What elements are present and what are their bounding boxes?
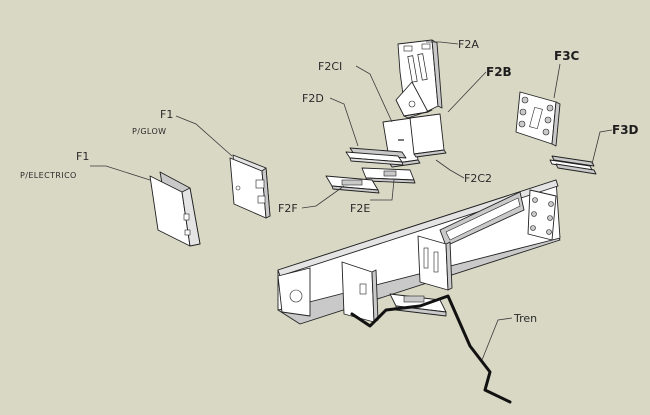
leader-lines xyxy=(90,41,613,361)
part-f3d xyxy=(549,155,597,175)
label-f3c: F3C xyxy=(554,49,580,63)
part-f2d xyxy=(345,147,407,166)
landing-gear-wire xyxy=(350,294,512,404)
part-f1-glow xyxy=(229,154,271,219)
label-tren: Tren xyxy=(513,312,537,325)
labels: F1 P/ELECTRICO F1 P/GLOW F2A F2B F2CI F2… xyxy=(20,38,639,325)
label-f2e: F2E xyxy=(350,202,370,215)
label-f1-glow-code: F1 xyxy=(160,108,173,121)
label-f1-glow-sub: P/GLOW xyxy=(132,127,167,136)
part-f1-electrico xyxy=(149,171,201,247)
label-f2c2: F2C2 xyxy=(464,172,492,185)
label-f2d: F2D xyxy=(302,92,324,105)
label-f1-electrico-code: F1 xyxy=(76,150,89,163)
label-f3d: F3D xyxy=(612,123,639,137)
fuselage-assembly xyxy=(277,179,561,325)
label-f2b: F2B xyxy=(486,65,512,79)
label-f2f: F2F xyxy=(278,202,298,215)
label-f2a: F2A xyxy=(458,38,479,51)
part-f2c2 xyxy=(409,113,447,158)
part-f2f xyxy=(325,175,380,194)
part-f2b xyxy=(395,81,433,119)
part-f3c xyxy=(515,91,561,147)
label-f2c1: F2CI xyxy=(318,60,342,73)
label-f1-electrico-sub: P/ELECTRICO xyxy=(20,171,77,180)
